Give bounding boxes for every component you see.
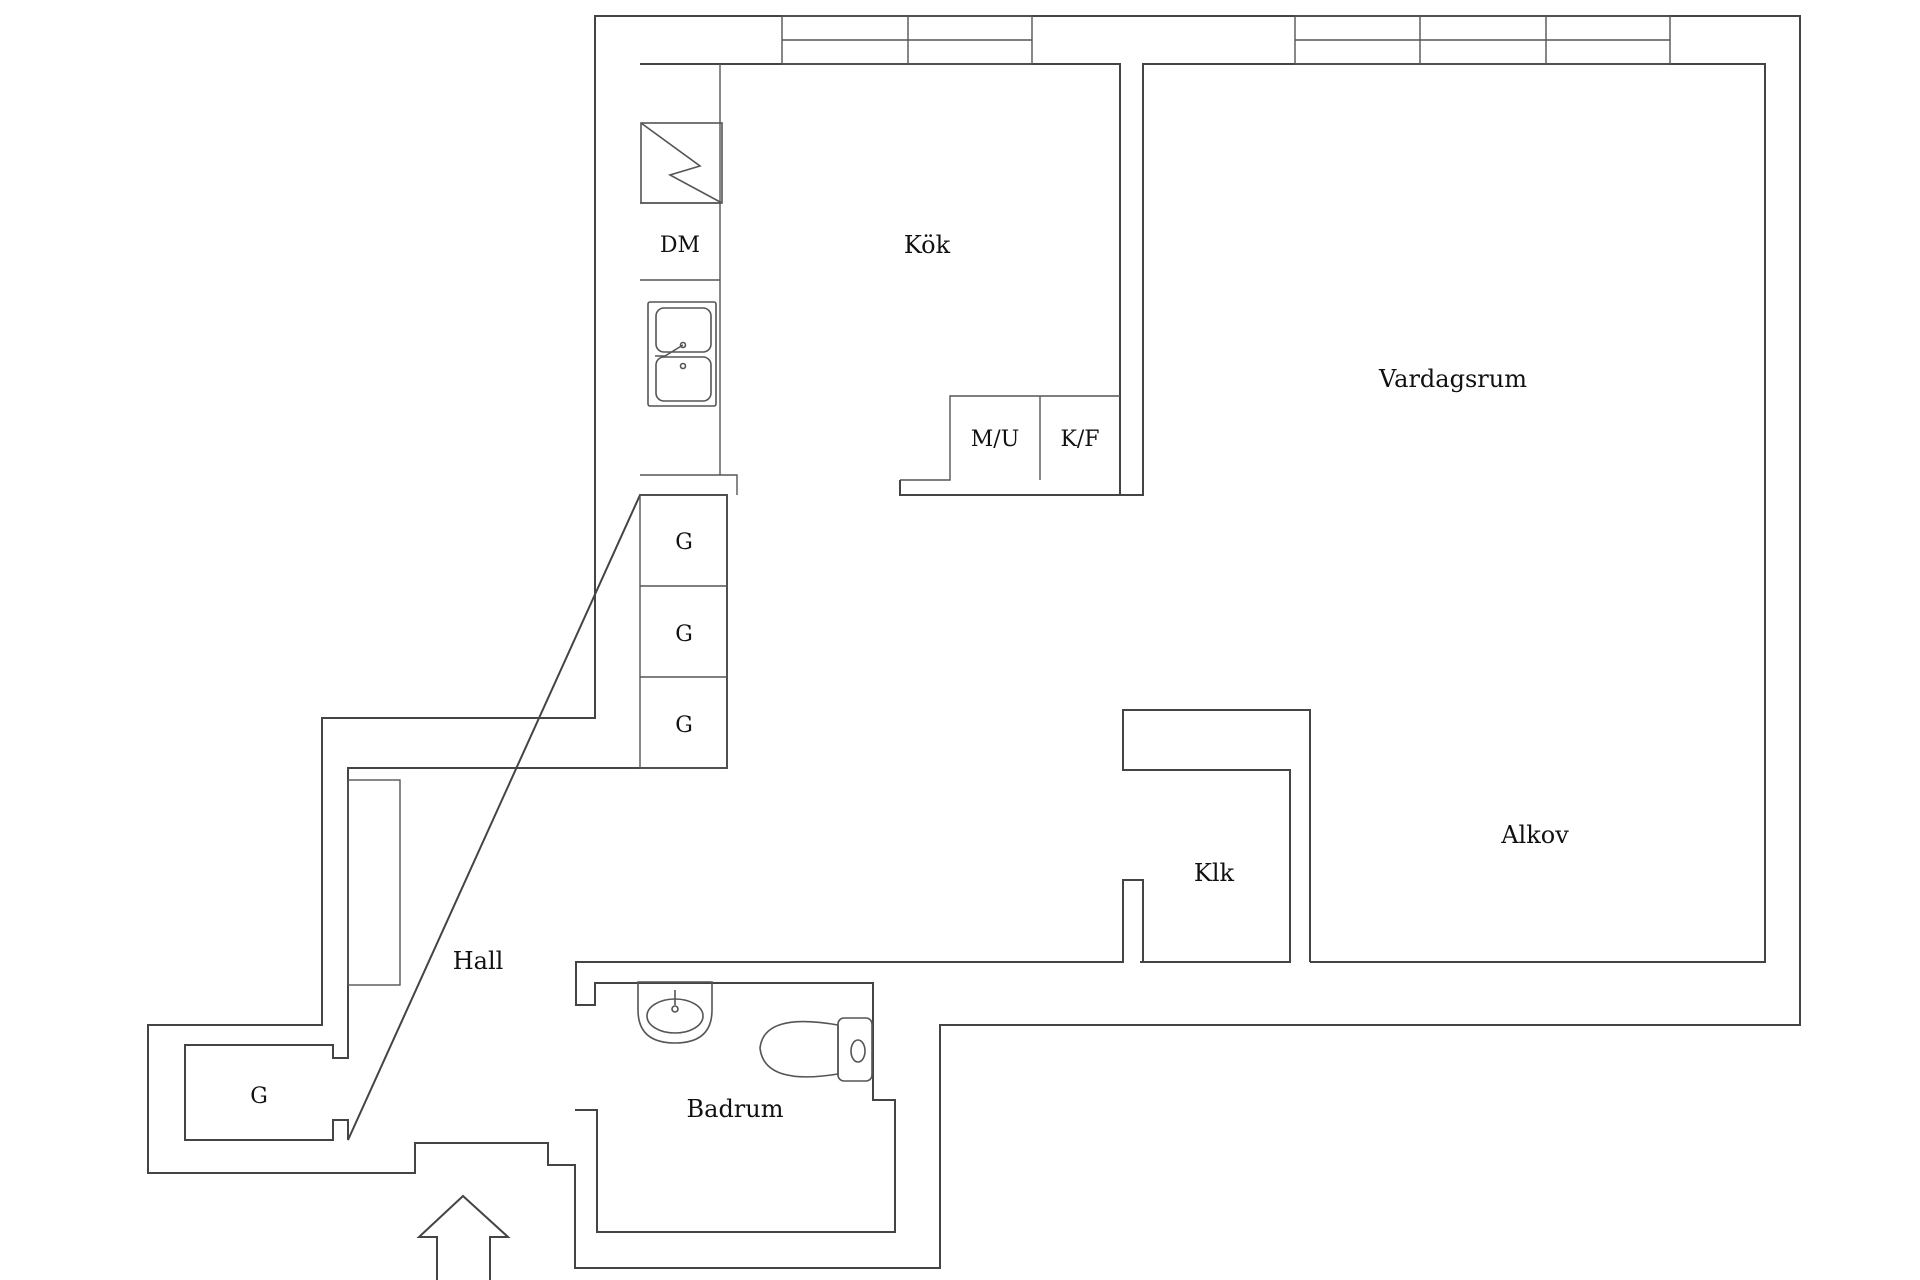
fixture-label-g-4: G [250,1084,268,1109]
fixture-label-dm: DM [660,233,700,258]
hall-shelf [347,779,401,986]
closet-wall [1122,709,1311,963]
kitchen-sink-icon [647,301,717,407]
stove-icon [640,122,723,204]
room-label-badrum: Badrum [687,1095,784,1123]
fixture-label-g-2: G [675,622,693,647]
fixture-label-g-1: G [675,530,693,555]
wardrobes [639,494,728,769]
washbasin-icon [637,981,713,1044]
outer-wall [147,15,1801,1269]
room-label-alkov: Alkov [1500,821,1569,849]
windows [781,15,1671,65]
room-label-hall: Hall [453,947,504,975]
room-label-vardagsrum: Vardagsrum [1378,365,1527,393]
toilet-icon [759,1017,873,1082]
room-label-kok: Kök [904,231,951,259]
kitchen-counter [640,64,1120,495]
entrance-arrow-icon [416,1194,511,1280]
fixture-label-mu: M/U [971,427,1019,452]
room-label-klk: Klk [1194,859,1235,887]
fixture-label-g-3: G [675,713,693,738]
fixture-label-kf: K/F [1060,427,1099,452]
